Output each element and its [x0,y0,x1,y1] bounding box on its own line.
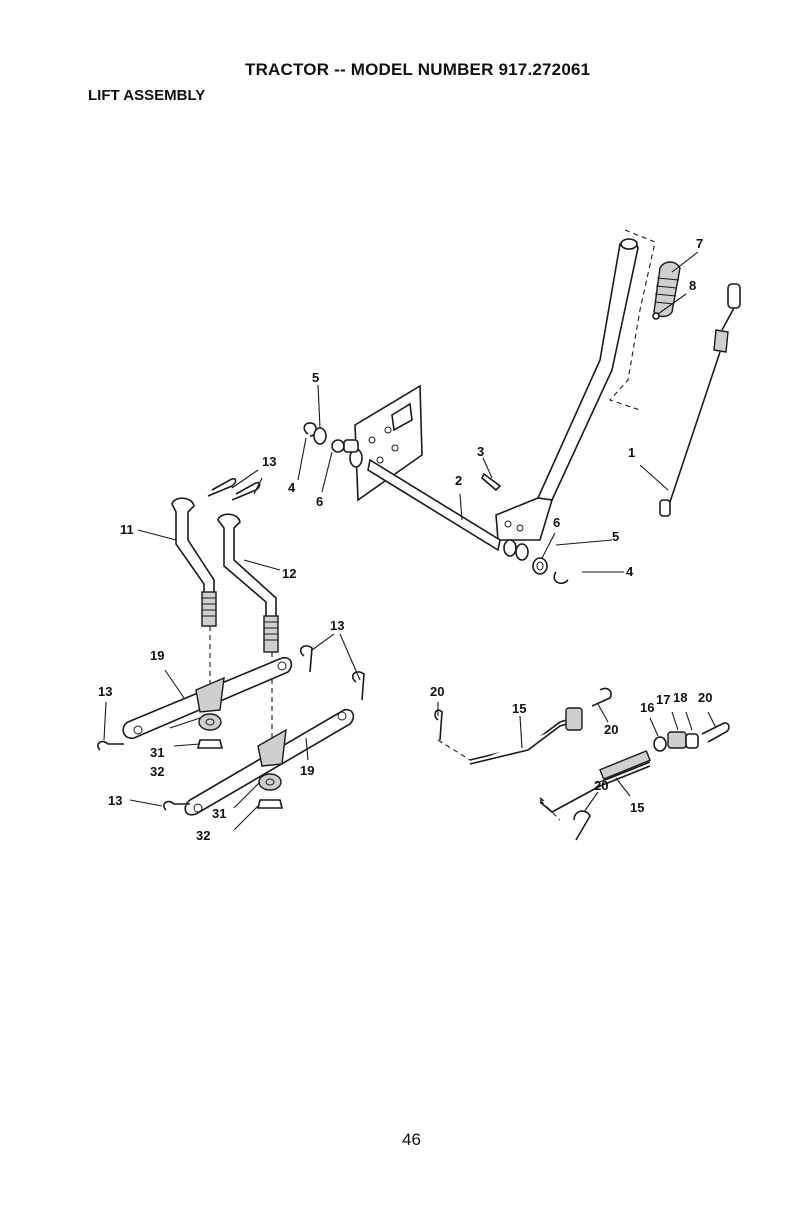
leader-lines [104,252,716,830]
handle-grip [653,262,680,319]
callout-12: 12 [282,566,296,581]
right-shaft-hardware [516,544,568,583]
callout-20-left: 20 [430,684,444,699]
callout-6-right: 6 [553,515,560,530]
callout-4-left: 4 [288,480,296,495]
adjustment-rod-upper [438,688,611,764]
callout-13-top: 13 [262,454,276,469]
callout-20-mid: 20 [604,722,618,737]
callout-2: 2 [455,473,462,488]
callout-32-upper: 32 [150,764,164,779]
callout-20-right: 20 [698,690,712,705]
callout-5-left: 5 [312,370,319,385]
callout-3: 3 [477,444,484,459]
callout-8: 8 [689,278,696,293]
bushing-nut-upper [198,714,222,748]
callout-4-right: 4 [626,564,634,579]
callout-13-left: 13 [98,684,112,699]
callout-19-upper: 19 [150,648,164,663]
callout-31-upper: 31 [150,745,164,760]
callout-31-lower: 31 [212,806,226,821]
callout-13-bottom: 13 [108,793,122,808]
callout-15-upper: 15 [512,701,526,716]
lift-shaft [350,386,516,556]
bushing-nut-lower [258,774,282,808]
callout-1: 1 [628,445,635,460]
callout-17: 17 [656,692,670,707]
lift-link-12 [218,514,278,652]
callout-18: 18 [673,690,687,705]
lift-link-11 [172,498,216,626]
page-number: 46 [402,1130,421,1150]
callout-13-mid: 13 [330,618,344,633]
callout-11: 11 [120,522,134,537]
hair-pins-top [208,479,260,500]
callout-16: 16 [640,700,654,715]
callout-6-left: 6 [316,494,323,509]
lift-lever [496,239,638,540]
callout-20-lower: 20 [594,778,608,793]
left-shaft-hardware [304,423,358,452]
callout-15-lower: 15 [630,800,644,815]
callout-5-right: 5 [612,529,619,544]
callout-7: 7 [696,236,703,251]
callout-19-lower: 19 [300,763,314,778]
lift-rod [660,284,740,516]
callout-32-lower: 32 [196,828,210,843]
